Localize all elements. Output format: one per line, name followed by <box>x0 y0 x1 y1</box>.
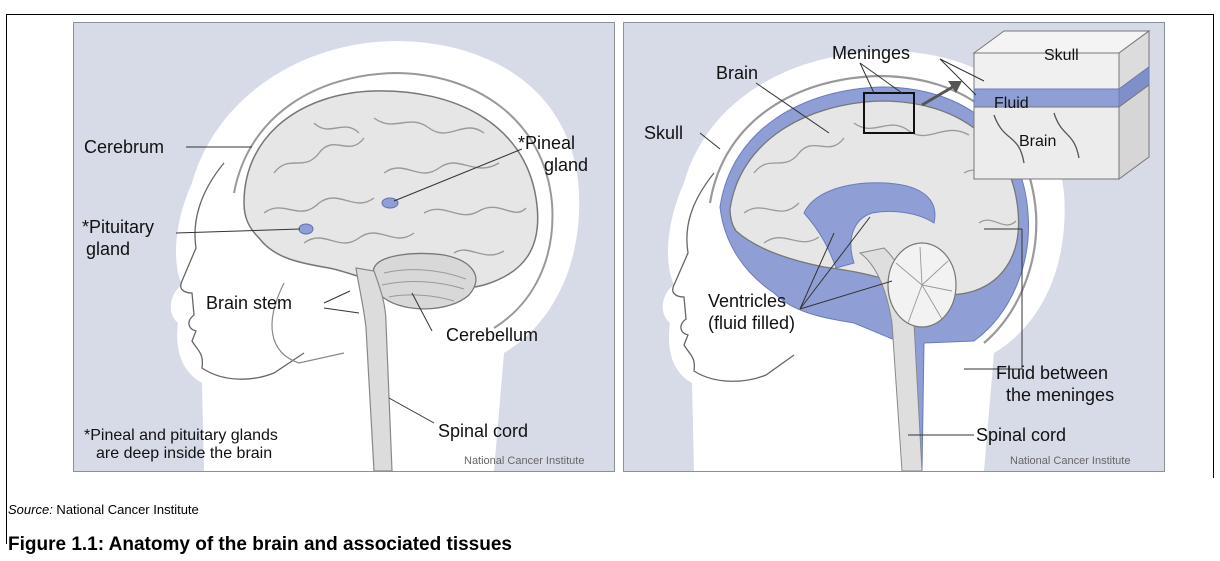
inset-label-brain: Brain <box>1019 133 1056 151</box>
frame-border-left <box>6 14 7 544</box>
label-pituitary-gland-line1: *Pituitary <box>82 217 154 237</box>
label-pineal-gland-line1: *Pineal <box>518 133 575 153</box>
label-brain-stem: Brain stem <box>206 293 292 313</box>
credit-nci-left: National Cancer Institute <box>464 455 584 467</box>
label-pituitary-gland-line2: gland <box>86 239 130 259</box>
source-text: National Cancer Institute <box>53 502 199 517</box>
label-fluid-between-meninges-line1: Fluid between <box>996 363 1108 383</box>
label-cerebrum: Cerebrum <box>84 137 164 157</box>
label-pineal-gland-line2: gland <box>544 155 588 175</box>
label-ventricles-line1: Ventricles <box>708 291 786 311</box>
source-line: Source: National Cancer Institute <box>8 502 199 517</box>
source-label: Source: <box>8 502 53 517</box>
cerebellum-shape <box>372 254 475 309</box>
pineal-gland-shape <box>382 198 398 208</box>
label-skull: Skull <box>644 123 683 143</box>
label-fluid-between-meninges-line2: the meninges <box>1006 385 1114 405</box>
inset-label-skull: Skull <box>1044 47 1079 65</box>
label-brain: Brain <box>716 63 758 83</box>
label-spinal-cord: Spinal cord <box>976 425 1066 445</box>
frame-border-right <box>1213 14 1214 478</box>
footnote-line2: are deep inside the brain <box>96 445 272 463</box>
figure-caption: Figure 1.1: Anatomy of the brain and ass… <box>8 534 512 556</box>
label-meninges: Meninges <box>832 43 910 63</box>
brain-external-anatomy-panel: Cerebrum *Pineal gland *Pituitary gland … <box>73 22 615 472</box>
label-spinal-cord: Spinal cord <box>438 421 528 441</box>
inset-label-fluid: Fluid <box>994 95 1029 113</box>
brain-external-illustration <box>74 23 614 471</box>
pituitary-gland-shape <box>299 224 313 234</box>
label-ventricles-line2: (fluid filled) <box>708 313 795 333</box>
frame-border-top <box>6 14 1214 15</box>
label-cerebellum: Cerebellum <box>446 325 538 345</box>
footnote-line1: *Pineal and pituitary glands <box>84 427 278 445</box>
credit-nci-right: National Cancer Institute <box>1010 455 1130 467</box>
brain-cross-section-panel: Brain Meninges Skull Skull Fluid Brain V… <box>623 22 1165 472</box>
